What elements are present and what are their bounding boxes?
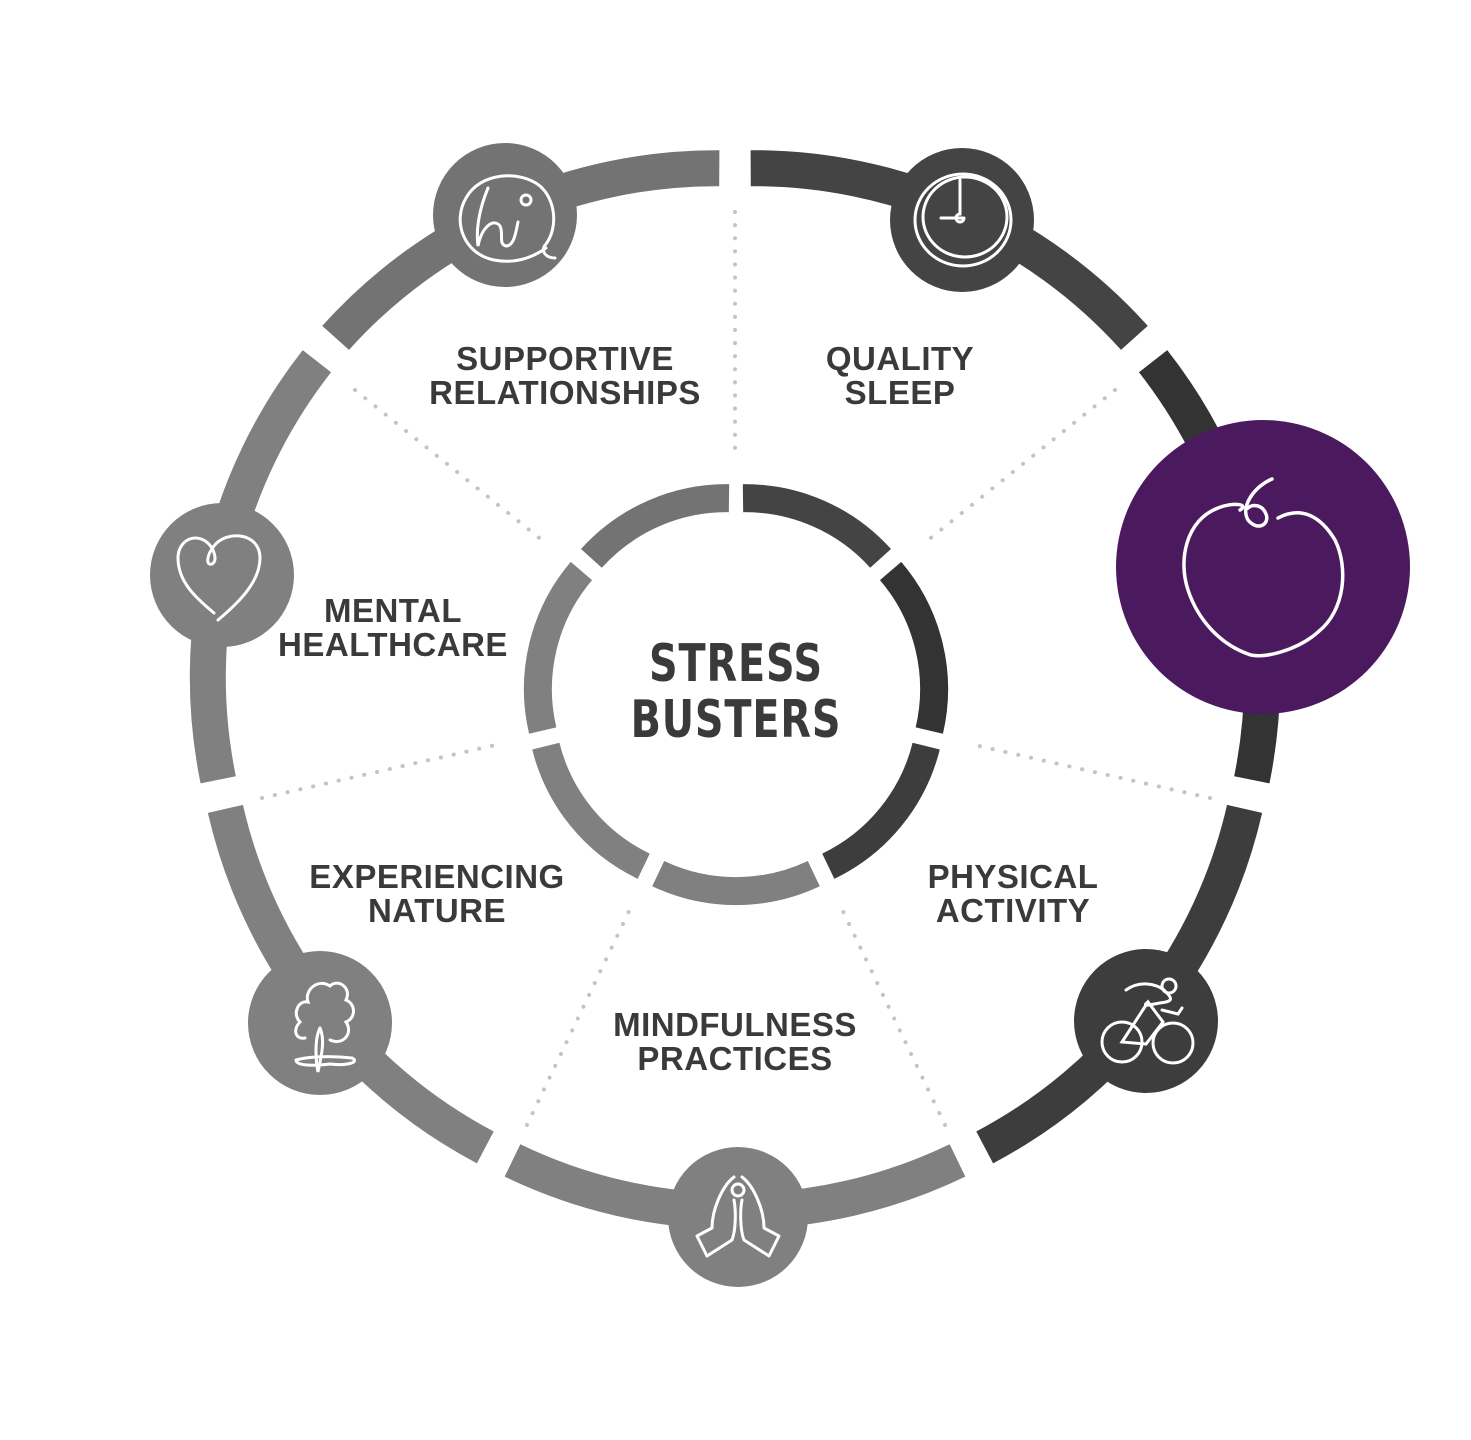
- apple-icon: [1182, 477, 1345, 658]
- inner-segment-physical-activity: [822, 742, 940, 879]
- clock-icon: [913, 172, 1013, 268]
- icon-node-mental[interactable]: [150, 503, 294, 647]
- praying-hands-icon: [695, 1175, 781, 1258]
- label-experiencing-nature: EXPERIENCING NATURE: [309, 858, 565, 929]
- hi-speech-bubble-icon: [458, 174, 557, 263]
- inner-ring: [523, 484, 949, 905]
- tree-icon: [294, 981, 356, 1073]
- inner-segment-quality-sleep: [742, 484, 891, 568]
- inner-segment-supportive: [581, 484, 730, 568]
- icon-node-quality-sleep[interactable]: [890, 148, 1034, 292]
- label-mental-healthcare: MENTAL HEALTHCARE: [278, 592, 508, 663]
- bicycle-icon: [1100, 977, 1195, 1065]
- icon-node-nutrition[interactable]: [1116, 420, 1410, 714]
- label-quality-sleep: QUALITY SLEEP: [825, 340, 975, 411]
- inner-segment-mindfulness: [652, 860, 820, 905]
- icon-node-supportive[interactable]: [433, 143, 577, 287]
- inner-segment-mental: [523, 561, 593, 734]
- icon-node-nature[interactable]: [248, 951, 392, 1095]
- label-supportive-relationships: SUPPORTIVE RELATIONSHIPS: [429, 340, 701, 411]
- inner-segment-nutrition: [879, 561, 949, 734]
- heart-icon: [176, 534, 262, 622]
- label-mindfulness-practices: MINDFULNESS PRACTICES: [613, 1006, 857, 1077]
- inner-segment-nature: [532, 742, 650, 879]
- dotted-dividers: [260, 210, 1212, 1127]
- center-title: STRESS BUSTERS: [630, 634, 842, 750]
- icon-node-mindfulness[interactable]: [668, 1147, 808, 1287]
- icon-node-physical-activity[interactable]: [1074, 949, 1218, 1093]
- label-physical-activity: PHYSICAL ACTIVITY: [927, 858, 1099, 929]
